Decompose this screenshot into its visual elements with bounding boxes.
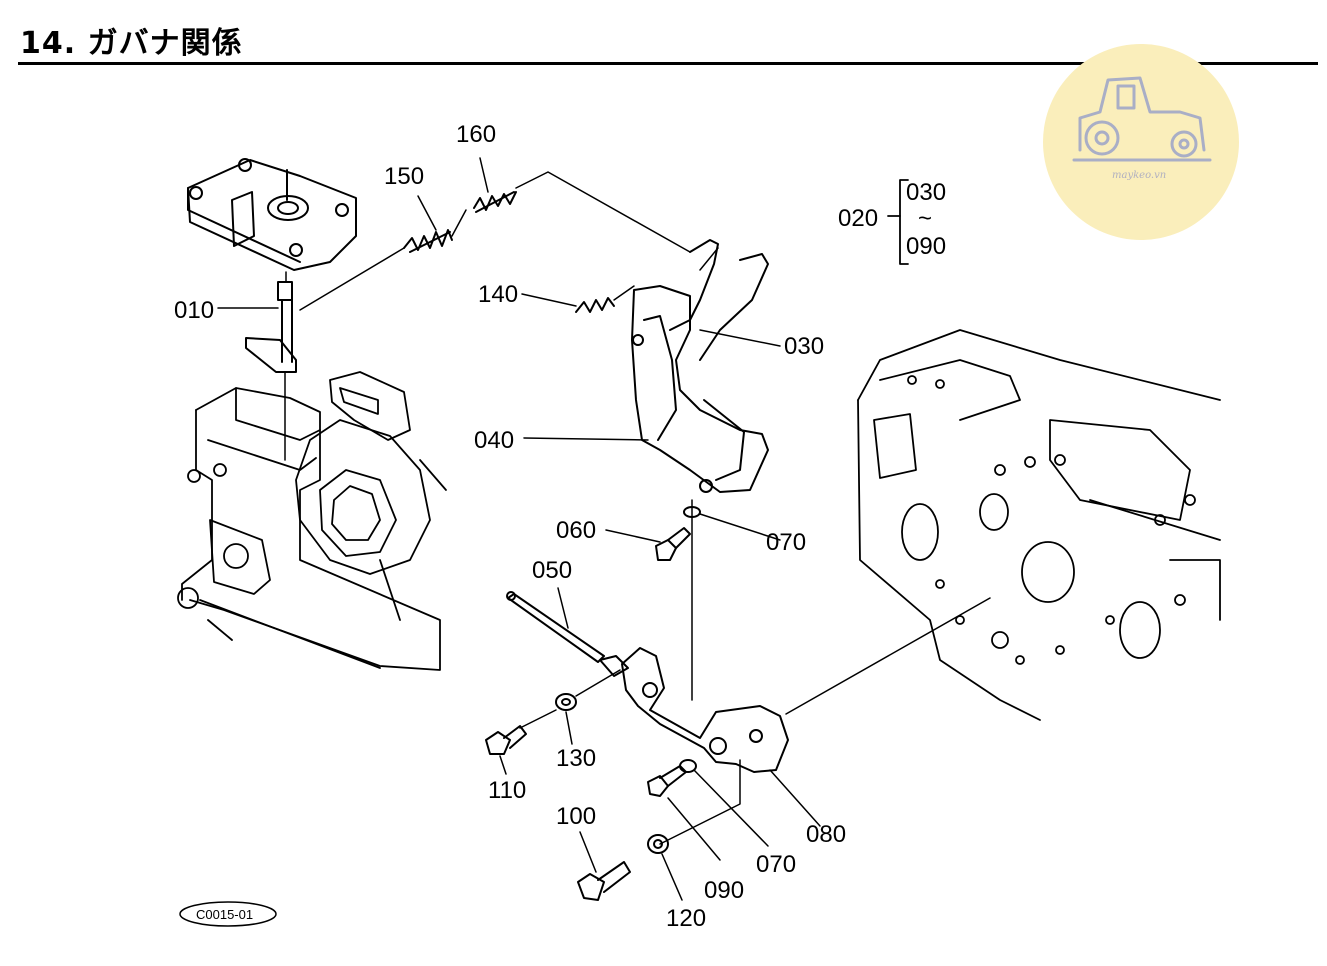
part-010-shaft (217, 271, 297, 461)
label-020-range-end: 090 (906, 233, 946, 260)
label-090: 090 (704, 877, 744, 904)
figure-ref-label: C0015-01 (196, 907, 253, 922)
label-030: 030 (784, 333, 824, 360)
label-100: 100 (556, 803, 596, 830)
part-130-washer (555, 669, 621, 745)
label-060: 060 (556, 517, 596, 544)
part-070-washer-upper (683, 499, 781, 701)
part-120-washer (647, 834, 683, 901)
tractor-icon (1072, 76, 1212, 162)
title-number: 14. (20, 26, 77, 61)
page-title: 14. ガバナ関係 (20, 18, 243, 62)
part-110-bolt (485, 709, 557, 775)
label-080: 080 (806, 821, 846, 848)
label-020-range-sep: ~ (918, 205, 932, 232)
label-070-upper: 070 (766, 529, 806, 556)
figure-ref-oval (179, 901, 277, 927)
label-160: 160 (456, 121, 496, 148)
title-text: ガバナ関係 (87, 26, 243, 61)
part-100-bolt (577, 831, 631, 901)
part-060-bolt (605, 527, 691, 561)
part-160-spring (473, 157, 691, 253)
label-040: 040 (474, 427, 514, 454)
label-050: 050 (532, 557, 572, 584)
label-010: 010 (174, 297, 214, 324)
label-140: 140 (478, 281, 518, 308)
watermark-text: maykeo.vn (1112, 170, 1166, 181)
watermark: maykeo.vn (1043, 44, 1239, 240)
label-110: 110 (488, 777, 526, 804)
callout-labels: 010 020 030 ~ 090 030 040 050 060 070 07… (174, 121, 946, 932)
part-050-shaft (506, 587, 629, 677)
label-120: 120 (666, 905, 706, 932)
part-140-spring (521, 285, 635, 313)
part-030-040-lever-assembly (523, 239, 781, 493)
part-150-spring (299, 195, 467, 311)
label-150: 150 (384, 163, 424, 190)
engine-block-left (177, 371, 447, 671)
engine-block-right (857, 329, 1221, 721)
label-070-lower: 070 (756, 851, 796, 878)
part-090-bolt (647, 765, 721, 861)
part-020-bracket (887, 179, 909, 265)
label-130: 130 (556, 745, 596, 772)
governor-cover-plate (187, 158, 357, 271)
watermark-circle (1043, 44, 1239, 240)
label-020-range-start: 030 (906, 179, 946, 206)
title-underline (18, 62, 1318, 65)
label-020: 020 (838, 205, 878, 232)
part-080-lever-bracket (621, 597, 991, 845)
